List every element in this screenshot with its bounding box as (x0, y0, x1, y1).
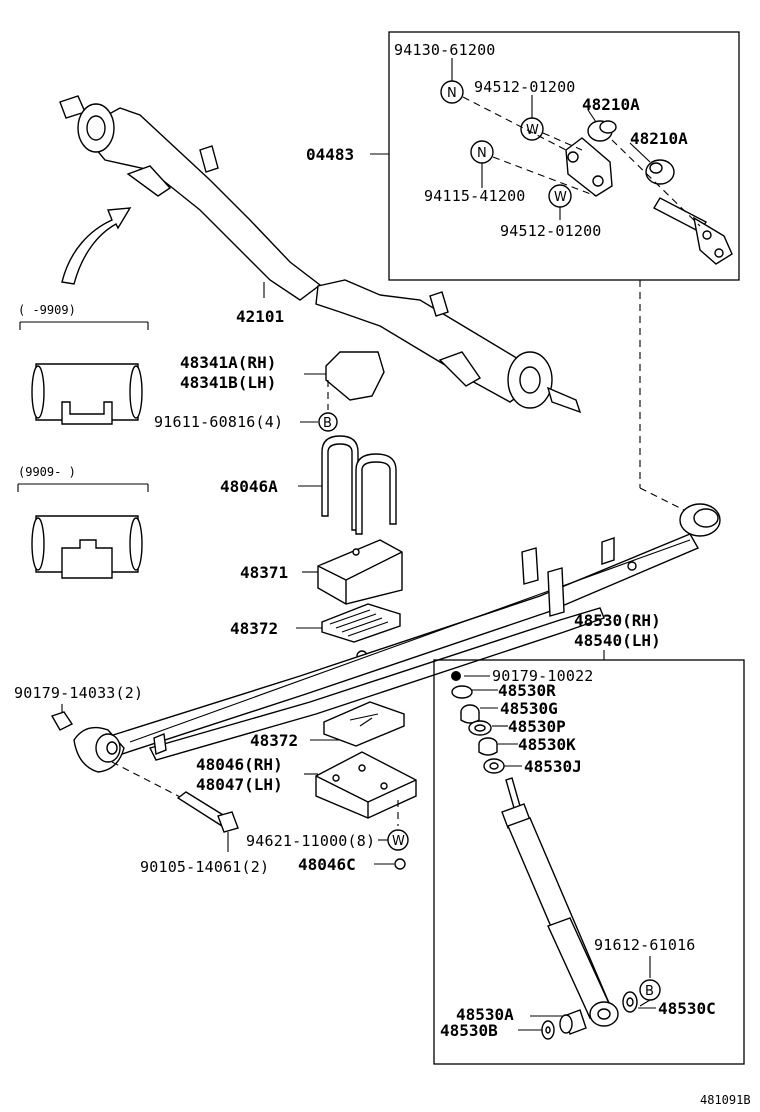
washer-p-icon (468, 720, 492, 736)
part-label-48530a: 48530A (456, 1005, 514, 1024)
part-label-91611: 91611-60816(4) (154, 413, 283, 431)
part-label-48210a-b: 48210A (630, 129, 688, 148)
marker-b-2-text: B (645, 984, 654, 999)
marker-n-2-text: N (477, 146, 487, 161)
date-range-text-1: ( -9909) (18, 303, 76, 317)
part-label-48530c: 48530C (658, 999, 716, 1018)
shock-detail-box (433, 659, 745, 1065)
part-label-48530p: 48530P (508, 717, 566, 736)
part-label-48046: 48046(RH) (196, 755, 283, 774)
part-label-48540: 48540(LH) (574, 631, 661, 650)
marker-n-2: N (470, 140, 494, 164)
part-label-48046c: 48046C (298, 855, 356, 874)
part-label-94621: 94621-11000(8) (246, 832, 375, 850)
shackle-plate-icon (565, 137, 613, 197)
part-label-94512-a: 94512-01200 (474, 78, 576, 96)
u-bolt-icon (321, 435, 397, 535)
pin-bolt-icon (176, 791, 239, 833)
axle-segment-view-1-icon (31, 363, 143, 425)
bushing-upper-icon (587, 120, 617, 142)
date-range-text-2: (9909- ) (18, 465, 76, 479)
view-arrow-icon (61, 207, 132, 285)
bushing-g-icon (460, 704, 480, 724)
part-label-48372-upper: 48372 (230, 619, 278, 638)
marker-n-1: N (440, 80, 464, 104)
spring-pad-lower-icon (323, 701, 405, 747)
axle-housing-icon (59, 95, 582, 414)
marker-w-1-text: W (526, 123, 539, 138)
part-label-48210a-a: 48210A (582, 95, 640, 114)
marker-b-1: B (318, 412, 338, 432)
upper-detail-box (388, 31, 740, 281)
washer-r-icon (451, 685, 473, 699)
part-label-90105: 90105-14061(2) (140, 858, 269, 876)
part-label-48530r: 48530R (498, 681, 556, 700)
marker-w-1: W (520, 117, 544, 141)
bushing-k-icon (478, 737, 498, 756)
bushing-bolt-icon (50, 711, 74, 731)
marker-w-3-text: W (392, 834, 405, 849)
marker-w-2: W (548, 184, 572, 208)
spring-plate-icon (315, 751, 417, 819)
spring-seat-icon (317, 539, 403, 605)
part-label-48341a: 48341A(RH) (180, 353, 276, 372)
part-label-48530g: 48530G (500, 699, 558, 718)
washer-j-icon (483, 758, 505, 774)
spring-pad-upper-icon (321, 603, 401, 643)
marker-w-3: W (387, 829, 409, 851)
shackle-bolt-icon (653, 197, 733, 265)
part-label-48371: 48371 (240, 563, 288, 582)
part-label-48046a: 48046A (220, 477, 278, 496)
bumper-icon (325, 351, 385, 401)
diagram-id: 481091B (700, 1093, 751, 1107)
date-range-header-2: (9909- ) (17, 465, 149, 492)
leaf-spring-icon (73, 503, 721, 773)
part-label-48341b: 48341B(LH) (180, 373, 276, 392)
part-label-48372-lower: 48372 (250, 731, 298, 750)
bushing-lower-icon (645, 159, 675, 185)
washer-c-icon (622, 991, 638, 1013)
nut-c-icon (394, 858, 406, 870)
washer-b-icon (541, 1020, 555, 1040)
marker-n-1-text: N (447, 86, 457, 101)
marker-w-2-text: W (554, 190, 567, 205)
part-label-94115: 94115-41200 (424, 187, 526, 205)
part-label-90179-10022: 90179-10022 (492, 667, 594, 685)
axle-segment-view-2-icon (31, 515, 143, 579)
part-label-90179-14033: 90179-14033(2) (14, 684, 143, 702)
bushing-a-icon (559, 1009, 587, 1035)
shock-nut-icon (451, 671, 461, 681)
part-label-48530j: 48530J (524, 757, 582, 776)
part-label-94130: 94130-61200 (394, 41, 496, 59)
date-range-header-1: ( -9909) (18, 303, 149, 330)
part-label-48530: 48530(RH) (574, 611, 661, 630)
marker-b-2: B (639, 979, 661, 1001)
part-label-48530k: 48530K (518, 735, 576, 754)
part-label-94512-b: 94512-01200 (500, 222, 602, 240)
marker-b-1-text: B (323, 416, 332, 431)
part-label-48047: 48047(LH) (196, 775, 283, 794)
shock-absorber-icon (501, 777, 619, 1027)
part-label-48530b: 48530B (440, 1021, 498, 1040)
part-label-42101: 42101 (236, 307, 284, 326)
part-label-91612: 91612-61016 (594, 936, 696, 954)
group-label-04483: 04483 (306, 145, 354, 164)
